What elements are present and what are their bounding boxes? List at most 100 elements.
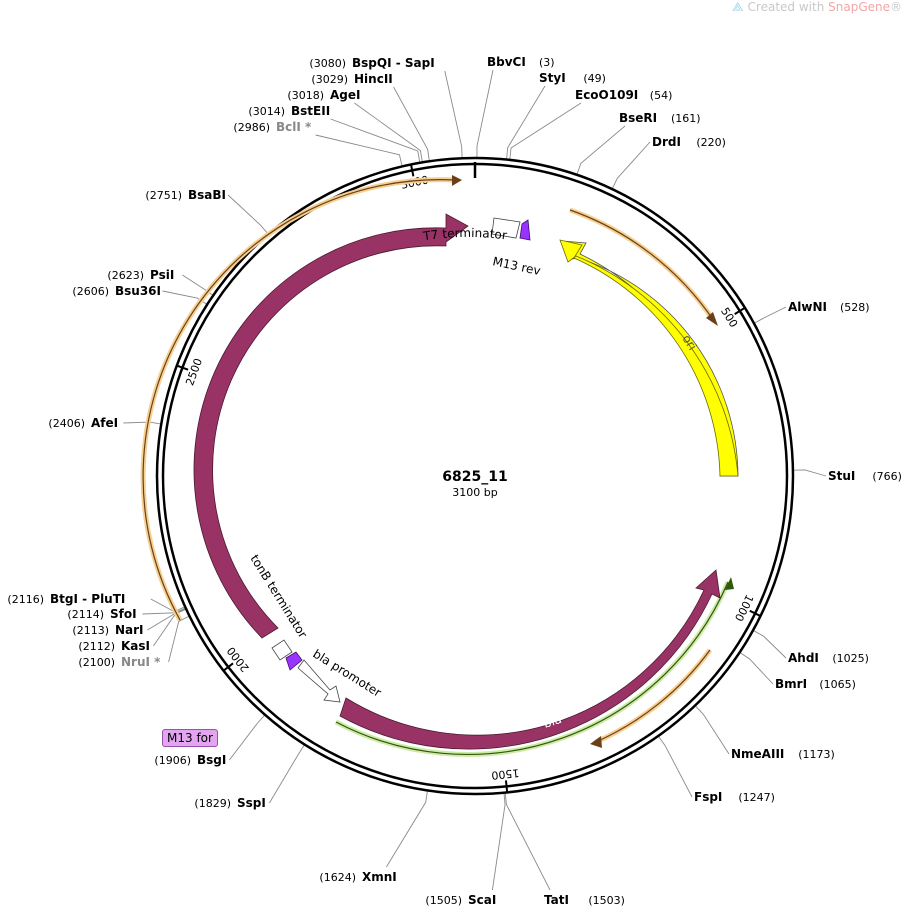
site-name: SfoI (110, 607, 137, 621)
site-position: (2606) (72, 285, 109, 298)
site-kasi[interactable]: (2112) KasI (78, 639, 150, 653)
m13-for-label[interactable]: M13 for (162, 729, 218, 747)
ruler-tick (749, 609, 761, 617)
site-bspqi-sapi[interactable]: (3080) BspQI - SapI (309, 56, 434, 70)
feature-tago[interactable] (193, 213, 469, 639)
site-bsteii[interactable]: (3014)BstEII (248, 104, 330, 118)
site-position: (220) (696, 136, 726, 149)
feature-bla-promoter[interactable] (297, 659, 341, 703)
site-name: AlwNI (788, 300, 827, 314)
site-position: (2986) (233, 121, 270, 134)
site-name: DrdI (652, 135, 681, 149)
site-leader (444, 70, 463, 159)
ruler-tick (222, 662, 234, 672)
feature-tonb-terminator[interactable] (271, 639, 293, 661)
orf-arc-left (142, 179, 456, 621)
site-name: BspQI - SapI (352, 56, 435, 70)
site-fspi[interactable]: FspI(1247) (694, 790, 775, 804)
site-bseri[interactable]: BseRI(161) (619, 111, 701, 125)
feature-bla-label: bla (542, 712, 564, 731)
site-name: NmeAIII (731, 747, 784, 761)
site-ahdi[interactable]: AhdI(1025) (788, 651, 869, 665)
site-nrui[interactable]: (2100)NruI * (78, 655, 161, 669)
site-scai[interactable]: (1505) ScaI (425, 893, 496, 907)
site-name: ScaI (468, 893, 496, 907)
feature-ori-shape[interactable] (559, 239, 739, 477)
site-position: (3014) (248, 105, 285, 118)
site-leader (576, 125, 626, 175)
site-name: KasI (121, 639, 150, 653)
site-bmri[interactable]: BmrI(1065) (775, 677, 856, 691)
ruler-tick (176, 364, 189, 371)
site-leader (739, 651, 774, 685)
site-hincii[interactable]: (3029)HincII (311, 72, 392, 86)
site-drdi[interactable]: DrdI (220) (652, 135, 726, 149)
site-bcli[interactable]: (2986)BclI * (233, 120, 312, 134)
orf-arc-ori (569, 209, 715, 322)
site-leader (330, 118, 421, 163)
site-bsabi[interactable]: (2751)BsaBI (145, 188, 226, 202)
site-position: (1906) (154, 754, 191, 767)
ruler-tick (410, 164, 415, 177)
site-name: AgeI (330, 88, 360, 102)
site-agei[interactable]: (3018)AgeI (287, 88, 360, 102)
site-stui[interactable]: StuI (766) (828, 469, 902, 483)
site-leader (753, 306, 787, 324)
watermark-mark: ® (890, 0, 902, 14)
site-nari[interactable]: (2113)NarI (72, 623, 143, 637)
orf-arc-ori-arrow-icon (706, 312, 718, 326)
site-name: PsiI (150, 268, 174, 282)
feature-ori[interactable] (561, 240, 739, 477)
site-leader (269, 744, 305, 804)
site-position: (2623) (107, 269, 144, 282)
plasmid-length: 3100 bp (452, 486, 497, 499)
site-sspi[interactable]: (1829)SspI (194, 796, 265, 810)
site-name: StuI (828, 469, 855, 483)
ruler-tick (504, 780, 509, 793)
site-position: (766) (872, 470, 902, 483)
site-leader (229, 714, 266, 761)
feature-t7-terminator[interactable] (491, 217, 521, 239)
site-name: SspI (237, 796, 266, 810)
site-alwni[interactable]: AlwNI(528) (788, 300, 870, 314)
site-position: (2100) (78, 656, 115, 669)
site-leader (123, 421, 162, 425)
site-leader (182, 274, 214, 296)
site-leader (752, 629, 787, 659)
orf-arc-bla-arrow-icon (725, 577, 734, 590)
site-position: (2112) (78, 640, 115, 653)
site-leader (142, 607, 186, 615)
feature-m13-rev[interactable] (519, 219, 531, 241)
site-name: AfeI (91, 416, 118, 430)
site-btgi-pluti[interactable]: (2116)BtgI - PluTI (7, 592, 125, 606)
ruler-tick-label: 1500 (491, 766, 520, 782)
site-styi[interactable]: StyI(49) (539, 71, 606, 85)
site-bbvci[interactable]: BbvCI(3) (487, 55, 555, 69)
site-name: StyI (539, 71, 566, 85)
site-name: EcoO109I (575, 88, 638, 102)
site-position: (3029) (311, 73, 348, 86)
site-sfoi[interactable]: (2114) SfoI (67, 607, 136, 621)
site-nmeaiii[interactable]: NmeAIII (1173) (731, 747, 835, 761)
site-psii[interactable]: (2623) PsiI (107, 268, 174, 282)
site-tati[interactable]: TatI(1503) (544, 893, 625, 907)
site-leader (153, 608, 187, 647)
site-position: (2406) (48, 417, 85, 430)
site-position: (1505) (425, 894, 462, 907)
site-xmni[interactable]: (1624)XmnI (319, 870, 396, 884)
site-leader (657, 735, 693, 798)
site-position: (3) (539, 56, 555, 69)
feature-bla[interactable] (339, 569, 721, 750)
site-afei[interactable]: (2406) AfeI (48, 416, 118, 430)
site-position: (2114) (67, 608, 104, 621)
site-position: (2113) (72, 624, 109, 637)
site-position: (1173) (798, 748, 835, 761)
site-position: (54) (650, 89, 673, 102)
feature-m13-for[interactable] (285, 651, 303, 671)
snapgene-logo-icon: ⟁ (731, 0, 744, 15)
site-bsgi[interactable]: (1906)BsgI (154, 753, 226, 767)
site-ecoo109i[interactable]: EcoO109I (54) (575, 88, 672, 102)
site-position: (3080) (309, 57, 346, 70)
site-bsu36i[interactable]: (2606)Bsu36I (72, 284, 161, 298)
